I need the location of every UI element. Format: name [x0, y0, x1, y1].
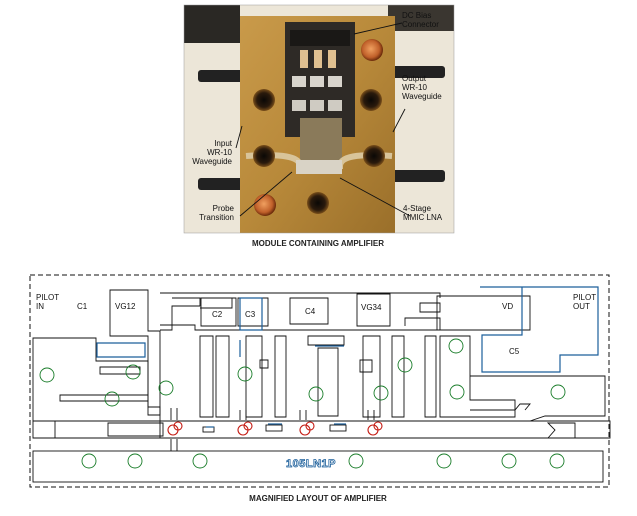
c2-label: C2	[212, 310, 223, 319]
c5-label: C5	[509, 347, 520, 356]
bond-wire-area	[300, 118, 342, 162]
photo-leader-lines	[235, 22, 411, 217]
mounting-holes	[253, 89, 385, 214]
photo-top-right-shadow	[388, 5, 454, 31]
vg34-label: VG34	[361, 303, 382, 312]
input-flange-pin-lower	[198, 178, 243, 190]
vd-label: VD	[502, 302, 513, 311]
c1-label: C1	[77, 302, 88, 311]
c4-label: C4	[305, 307, 316, 316]
output-flange-pin-upper	[390, 66, 445, 78]
transistors	[167, 421, 383, 436]
output-flange-pin-lower	[390, 170, 445, 182]
via-holes	[39, 338, 566, 469]
layout-caption: MAGNIFIED LAYOUT OF AMPLIFIER	[249, 494, 387, 503]
layout-metal-outlines	[32, 289, 611, 483]
photo-caption: MODULE CONTAINING AMPLIFIER	[252, 239, 384, 248]
module-photo	[183, 4, 455, 234]
amplifier-layout	[29, 274, 611, 488]
photo-dark-corner	[184, 5, 240, 43]
c3-label: C3	[245, 310, 256, 319]
mmic-chip	[296, 160, 342, 174]
chip-id-label: 105LN1P	[286, 458, 336, 470]
input-flange-pin-upper	[198, 70, 243, 82]
layout-boundary-dashed	[29, 274, 610, 488]
bias-bus-lines	[96, 286, 599, 428]
vg12-label: VG12	[115, 302, 136, 311]
photo-frame	[183, 4, 455, 234]
bias-capacitors	[292, 50, 342, 111]
dc-bias-connector-body	[290, 30, 350, 46]
